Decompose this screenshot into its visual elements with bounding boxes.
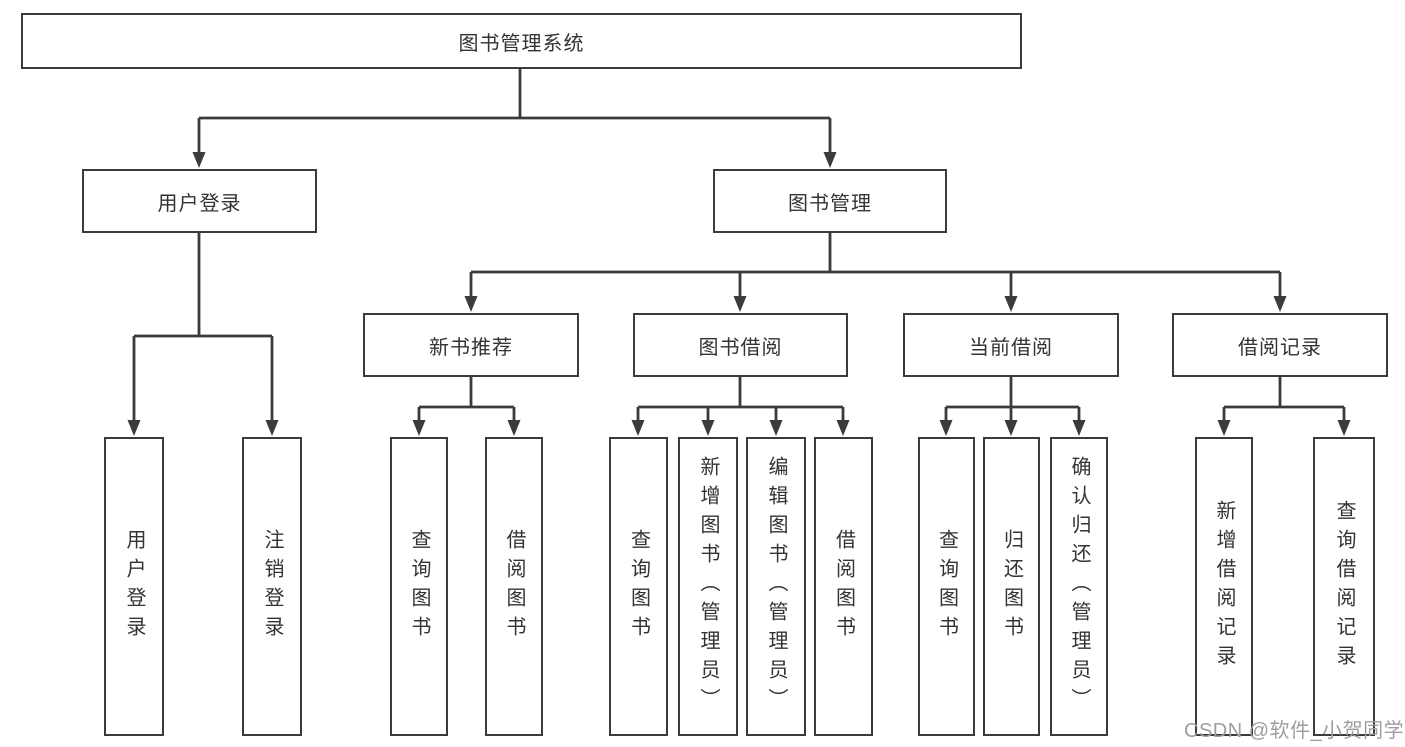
edges-user-login — [132, 233, 274, 421]
node-label: 确认归还（管理员） — [1068, 456, 1090, 717]
node-label: 查询图书 — [408, 528, 430, 645]
node-leaf-logout: 注销登录 — [242, 437, 302, 736]
edges-root — [197, 69, 832, 153]
edges-current-borrowing — [944, 377, 1081, 421]
node-borrowing-records: 借阅记录 — [1172, 313, 1388, 377]
node-label: 图书管理系统 — [458, 32, 585, 55]
node-label: 查询借阅记录 — [1333, 499, 1355, 674]
node-leaf-confirm-return-admin: 确认归还（管理员） — [1050, 437, 1108, 736]
edges-book-management — [469, 233, 1282, 297]
node-leaf-add-books-admin: 新增图书（管理员） — [678, 437, 738, 736]
node-label: 借阅记录 — [1238, 336, 1322, 359]
node-book-borrowing: 图书借阅 — [633, 313, 848, 377]
node-user-login: 用户登录 — [82, 169, 317, 233]
node-label: 注销登录 — [261, 528, 283, 645]
node-library-management-system: 图书管理系统 — [21, 13, 1022, 69]
node-label: 图书管理 — [788, 192, 872, 215]
node-current-borrowing: 当前借阅 — [903, 313, 1119, 377]
node-leaf-borrow-books-2: 借阅图书 — [814, 437, 873, 736]
node-label: 用户登录 — [157, 192, 242, 215]
edges-borrowing-records — [1222, 377, 1346, 421]
node-label: 用户登录 — [123, 528, 145, 645]
node-book-management: 图书管理 — [713, 169, 947, 233]
node-leaf-query-books-1: 查询图书 — [390, 437, 448, 736]
node-label: 查询图书 — [627, 528, 650, 645]
node-new-book-recommendation: 新书推荐 — [363, 313, 579, 377]
node-label: 图书借阅 — [698, 336, 783, 359]
node-label: 编辑图书（管理员） — [765, 456, 787, 717]
node-label: 当前借阅 — [969, 336, 1053, 359]
node-leaf-edit-books-admin: 编辑图书（管理员） — [746, 437, 806, 736]
edges-book-borrowing — [636, 377, 845, 421]
node-leaf-query-books-3: 查询图书 — [918, 437, 975, 736]
node-label: 新书推荐 — [429, 336, 513, 359]
node-leaf-add-borrow-record: 新增借阅记录 — [1195, 437, 1253, 736]
watermark: CSDN @软件_小贺同学 — [1184, 720, 1405, 742]
node-leaf-user-login: 用户登录 — [104, 437, 164, 736]
node-label: 借阅图书 — [503, 528, 525, 645]
edges-new-book-recommendation — [417, 377, 516, 421]
node-label: 新增图书（管理员） — [697, 456, 719, 717]
node-label: 借阅图书 — [832, 528, 855, 645]
arrowheads — [127, 152, 1351, 436]
node-label: 归还图书 — [1000, 528, 1023, 645]
node-leaf-return-books: 归还图书 — [983, 437, 1040, 736]
node-leaf-query-books-2: 查询图书 — [609, 437, 668, 736]
node-leaf-borrow-books-1: 借阅图书 — [485, 437, 543, 736]
node-label: 查询图书 — [935, 528, 958, 645]
node-leaf-query-borrow-record: 查询借阅记录 — [1313, 437, 1375, 736]
node-label: 新增借阅记录 — [1213, 499, 1235, 674]
